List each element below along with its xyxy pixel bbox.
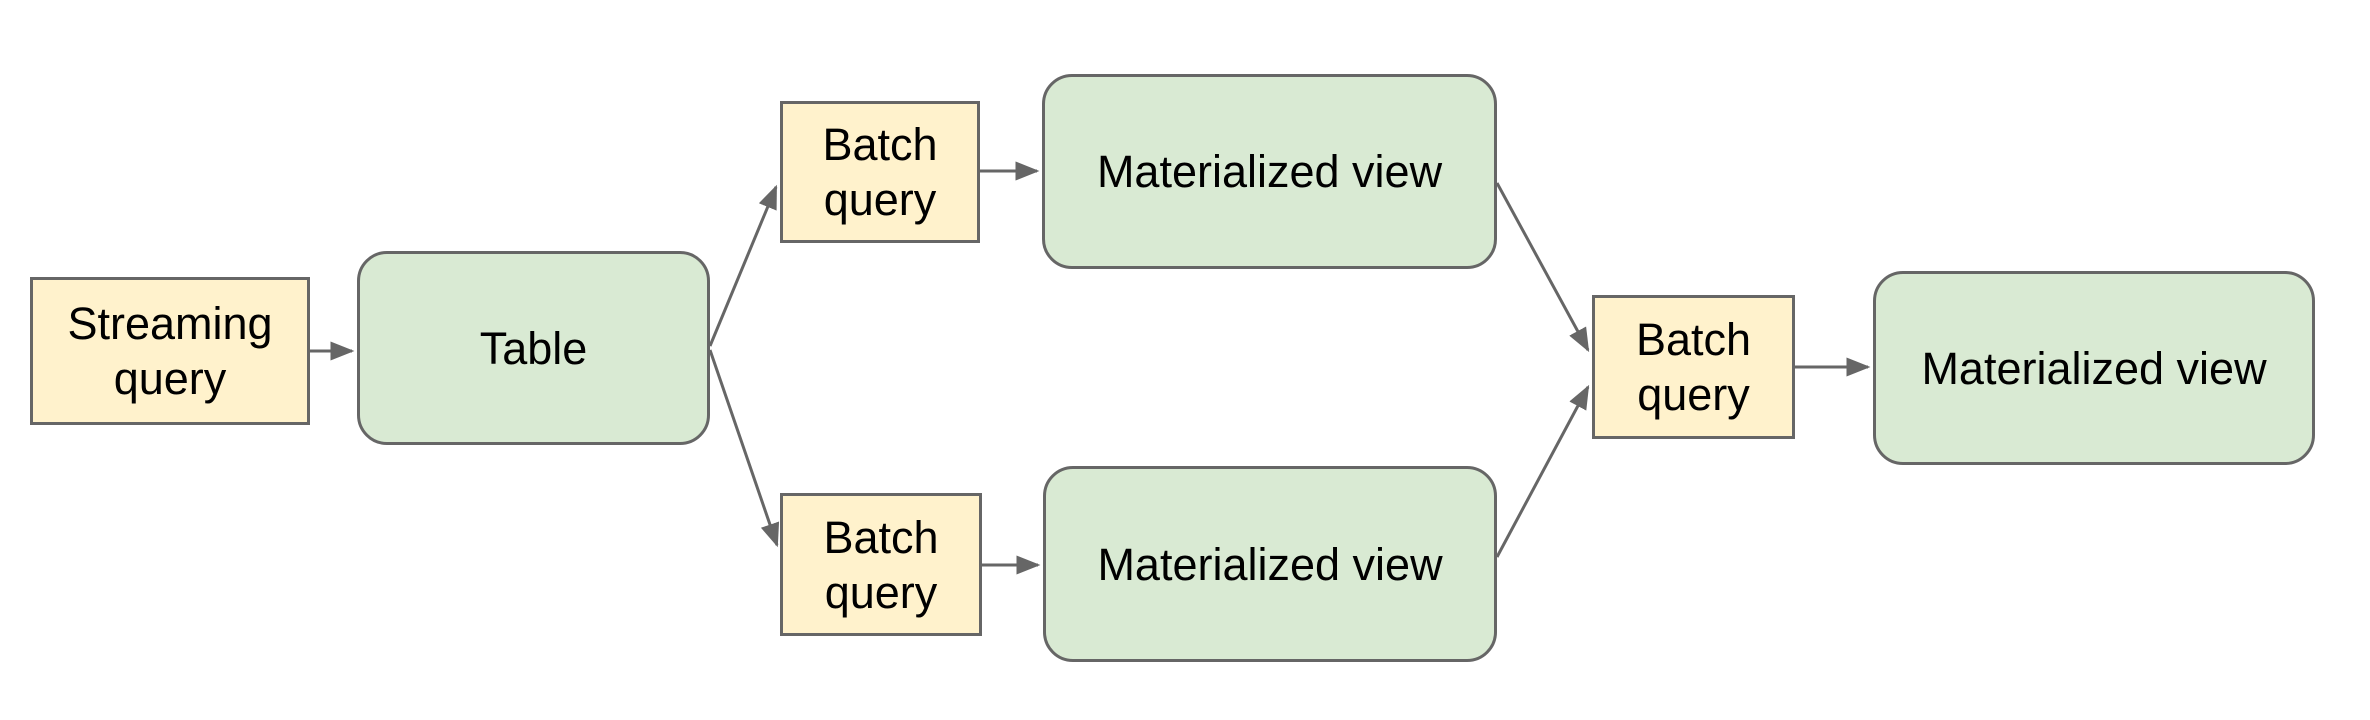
node-materialized-view-right-label: Materialized view xyxy=(1921,342,2267,394)
edge-materialized-view-top-to-batch-query-right xyxy=(1495,182,1590,353)
node-table: Table xyxy=(357,251,710,445)
node-batch-query-bottom: Batch query xyxy=(780,493,982,636)
node-materialized-view-bottom-label: Materialized view xyxy=(1097,538,1443,590)
edge-materialized-view-bottom-to-batch-query-right xyxy=(1495,384,1590,558)
node-table-label: Table xyxy=(479,322,588,374)
node-materialized-view-bottom: Materialized view xyxy=(1043,466,1497,662)
node-materialized-view-top-label: Materialized view xyxy=(1096,146,1443,197)
node-batch-query-right: Batch query xyxy=(1592,295,1795,439)
node-materialized-view-top: Materialized view xyxy=(1042,74,1497,269)
node-batch-query-right-label: Batch query xyxy=(1635,314,1752,420)
node-batch-query-top: Batch query xyxy=(780,101,980,243)
edge-table-to-batch-query-bottom xyxy=(708,349,780,548)
node-streaming-query-label: Streaming query xyxy=(67,298,273,404)
edge-table-to-batch-query-top xyxy=(708,184,778,347)
node-materialized-view-right: Materialized view xyxy=(1873,271,2315,465)
node-streaming-query: Streaming query xyxy=(30,277,310,425)
node-batch-query-top-label: Batch query xyxy=(822,119,938,225)
node-batch-query-bottom-label: Batch query xyxy=(823,511,939,618)
